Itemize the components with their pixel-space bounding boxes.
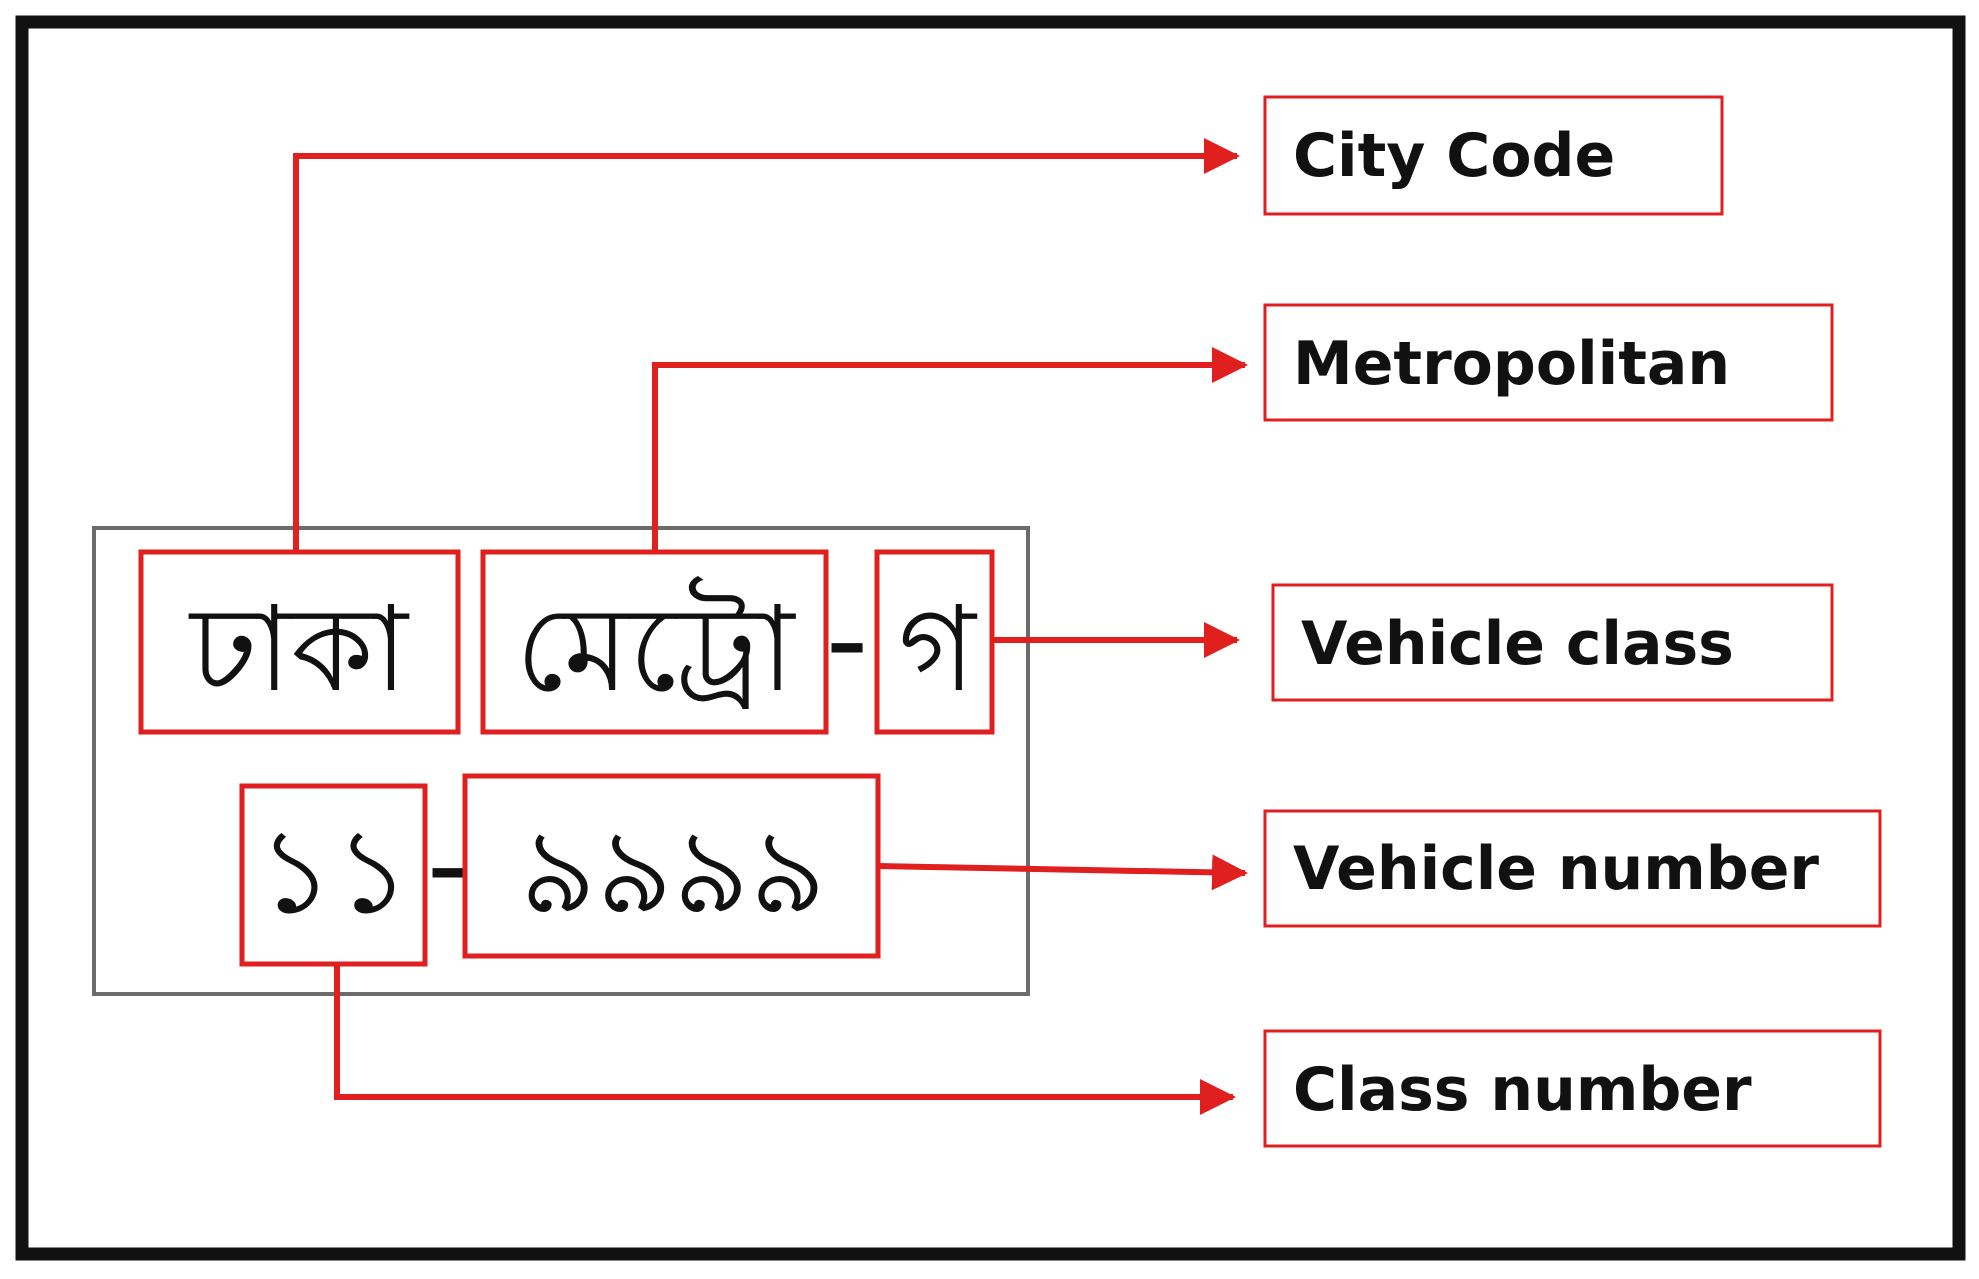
- metropolitan-connector-arrow: [652, 347, 1248, 552]
- vehicle-number-connector-arrow: [877, 854, 1248, 891]
- class-number-connector-arrow: [334, 964, 1236, 1115]
- city-code-connector-arrow: [293, 138, 1240, 552]
- plate-class-number-text: ১১: [257, 802, 410, 940]
- vehicle-class-label-box: [1271, 583, 1834, 702]
- class-number-label: Class number: [1293, 1055, 1752, 1125]
- license-plate: [92, 526, 1030, 996]
- plate-dash-1: -: [826, 570, 869, 708]
- vehicle-number-label-box: [1263, 809, 1882, 928]
- vehicle-class-label: Vehicle class: [1301, 609, 1734, 679]
- plate-vehicle-number-text: ৯৯৯৯: [520, 802, 826, 940]
- plate-metro-text: মেট্রো: [516, 576, 797, 718]
- plate-city-text: ঢাকা: [188, 580, 410, 718]
- class-number-label-box: [1263, 1029, 1882, 1148]
- vehicle-number-label: Vehicle number: [1293, 834, 1819, 904]
- plate-dash-2: -: [427, 795, 470, 933]
- class-number-highlight-box: [239, 783, 428, 967]
- city-code-label: City Code: [1293, 121, 1615, 191]
- plate-class-letter-text: গ: [898, 580, 977, 718]
- metropolitan-label: Metropolitan: [1293, 329, 1730, 399]
- city-code-label-box: [1263, 95, 1724, 216]
- city-highlight-box: [138, 549, 461, 735]
- metropolitan-label-box: [1263, 303, 1834, 422]
